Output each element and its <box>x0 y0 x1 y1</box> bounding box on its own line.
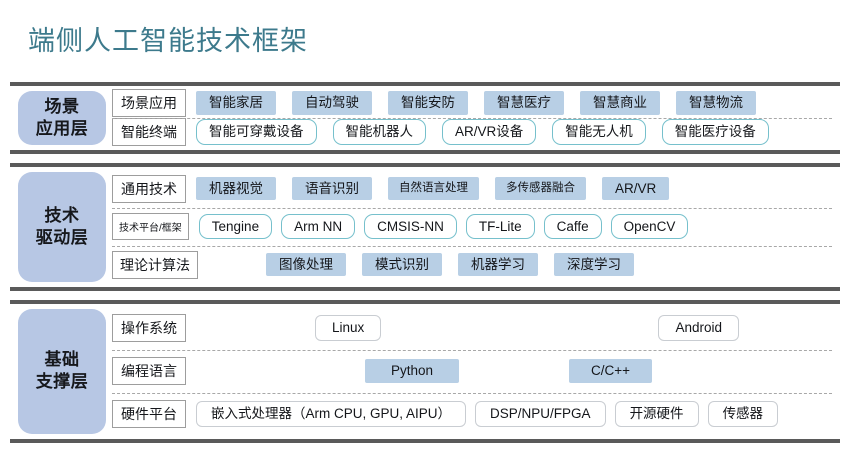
chip-multi-sensor-fusion[interactable]: 多传感器融合 <box>495 176 586 201</box>
row-label-operating-system: 操作系统 <box>112 314 186 343</box>
chip-open-source-hardware[interactable]: 开源硬件 <box>614 401 699 427</box>
chip-tengine[interactable]: Tengine <box>198 213 273 240</box>
row-label-hardware-platform: 硬件平台 <box>112 400 186 429</box>
layer-label-line1: 技术 <box>44 205 80 225</box>
row-label-general-technology: 通用技术 <box>112 174 186 203</box>
layer-label-line1: 基础 <box>44 350 80 370</box>
chip-pattern-recognition[interactable]: 模式识别 <box>362 252 442 277</box>
row-scene-application: 场景应用 智能家居 自动驾驶 智能安防 智慧医疗 智慧商业 智慧物流 <box>112 89 836 118</box>
row-items-hardware-platform: 嵌入式处理器（Arm CPU, GPU, AIPU） DSP/NPU/FPGA … <box>196 401 836 427</box>
chip-smart-medical-device[interactable]: 智能医疗设备 <box>661 119 769 145</box>
chip-deep-learning[interactable]: 深度学习 <box>554 252 634 277</box>
chip-natural-language-processing[interactable]: 自然语言处理 <box>388 176 479 201</box>
chip-c-cpp[interactable]: C/C++ <box>568 359 652 383</box>
layer-technology-driver: 技术 驱动层 通用技术 机器视觉 语音识别 自然语言处理 多传感器融合 AR/V… <box>10 162 840 291</box>
chip-wearable-device[interactable]: 智能可穿戴设备 <box>196 119 317 145</box>
page-title: 端侧人工智能技术框架 <box>28 26 308 57</box>
layer-label-line2: 驱动层 <box>35 227 89 247</box>
layer-label-line2: 应用层 <box>35 118 89 138</box>
row-label-scene-application: 场景应用 <box>112 89 186 118</box>
row-items-smart-terminal: 智能可穿戴设备 智能机器人 AR/VR设备 智能无人机 智能医疗设备 <box>196 119 836 145</box>
layer-label-scene-application: 场景 应用层 <box>18 90 106 145</box>
chip-embedded-processor[interactable]: 嵌入式处理器（Arm CPU, GPU, AIPU） <box>196 401 467 427</box>
chip-arm-nn[interactable]: Arm NN <box>281 213 356 240</box>
layer-rows-technology-driver: 通用技术 机器视觉 语音识别 自然语言处理 多传感器融合 AR/VR 技术平台/… <box>112 167 840 287</box>
row-label-theory-algorithm: 理论计算法 <box>112 250 198 279</box>
chip-android[interactable]: Android <box>658 315 739 341</box>
row-label-programming-language: 编程语言 <box>112 357 186 386</box>
chip-machine-learning[interactable]: 机器学习 <box>458 252 538 277</box>
chip-smart-home[interactable]: 智能家居 <box>196 91 276 115</box>
row-programming-language: 编程语言 Python C/C++ <box>112 349 836 393</box>
layer-foundation-support: 基础 支撑层 操作系统 Linux Android 编程语言 Python C/… <box>10 299 840 443</box>
row-theory-algorithm: 理论计算法 图像处理 模式识别 机器学习 深度学习 <box>112 245 836 284</box>
chip-smart-security[interactable]: 智能安防 <box>388 91 468 115</box>
row-items-operating-system: Linux Android <box>196 315 836 341</box>
chip-smart-healthcare[interactable]: 智慧医疗 <box>484 91 564 115</box>
chip-smart-drone[interactable]: 智能无人机 <box>552 119 646 145</box>
row-smart-terminal: 智能终端 智能可穿戴设备 智能机器人 AR/VR设备 智能无人机 智能医疗设备 <box>112 117 836 147</box>
row-items-programming-language: Python C/C++ <box>196 359 836 383</box>
chip-image-processing[interactable]: 图像处理 <box>266 252 346 277</box>
layer-rows-foundation-support: 操作系统 Linux Android 编程语言 Python C/C++ 硬件平… <box>112 304 840 439</box>
row-general-technology: 通用技术 机器视觉 语音识别 自然语言处理 多传感器融合 AR/VR <box>112 170 836 208</box>
layer-label-line2: 支撑层 <box>35 372 89 392</box>
row-label-tech-platform-framework: 技术平台/框架 <box>112 213 189 241</box>
chip-arvr-device[interactable]: AR/VR设备 <box>442 119 537 145</box>
layer-label-technology-driver: 技术 驱动层 <box>18 171 106 282</box>
chip-autonomous-driving[interactable]: 自动驾驶 <box>292 91 372 115</box>
row-items-theory-algorithm: 图像处理 模式识别 机器学习 深度学习 <box>208 252 836 277</box>
chip-caffe[interactable]: Caffe <box>543 213 602 240</box>
chip-dsp-npu-fpga[interactable]: DSP/NPU/FPGA <box>475 401 606 427</box>
chip-opencv[interactable]: OpenCV <box>610 213 689 240</box>
row-items-scene-application: 智能家居 自动驾驶 智能安防 智慧医疗 智慧商业 智慧物流 <box>196 91 836 115</box>
layer-rows-scene-application: 场景应用 智能家居 自动驾驶 智能安防 智慧医疗 智慧商业 智慧物流 智能终端 … <box>112 86 840 150</box>
row-operating-system: 操作系统 Linux Android <box>112 307 836 350</box>
row-hardware-platform: 硬件平台 嵌入式处理器（Arm CPU, GPU, AIPU） DSP/NPU/… <box>112 392 836 436</box>
layer-scene-application: 场景 应用层 场景应用 智能家居 自动驾驶 智能安防 智慧医疗 智慧商业 智慧物… <box>10 81 840 154</box>
chip-smart-commerce[interactable]: 智慧商业 <box>580 91 660 115</box>
chip-linux[interactable]: Linux <box>315 315 382 341</box>
chip-smart-robot[interactable]: 智能机器人 <box>332 119 426 145</box>
chip-cmsis-nn[interactable]: CMSIS-NN <box>364 213 457 240</box>
row-label-smart-terminal: 智能终端 <box>112 118 186 147</box>
layer-label-foundation-support: 基础 支撑层 <box>18 308 106 434</box>
row-tech-platform-framework: 技术平台/框架 Tengine Arm NN CMSIS-NN TF-Lite … <box>112 207 836 246</box>
chip-python[interactable]: Python <box>365 359 460 383</box>
chip-smart-logistics[interactable]: 智慧物流 <box>676 91 756 115</box>
row-items-tech-platform-framework: Tengine Arm NN CMSIS-NN TF-Lite Caffe Op… <box>198 213 836 240</box>
layer-label-line1: 场景 <box>44 96 80 116</box>
chip-machine-vision[interactable]: 机器视觉 <box>196 176 276 201</box>
chip-speech-recognition[interactable]: 语音识别 <box>292 176 372 201</box>
chip-sensor[interactable]: 传感器 <box>707 401 779 427</box>
chip-arvr[interactable]: AR/VR <box>602 176 670 201</box>
chip-tf-lite[interactable]: TF-Lite <box>465 213 535 240</box>
row-items-general-technology: 机器视觉 语音识别 自然语言处理 多传感器融合 AR/VR <box>196 176 836 201</box>
